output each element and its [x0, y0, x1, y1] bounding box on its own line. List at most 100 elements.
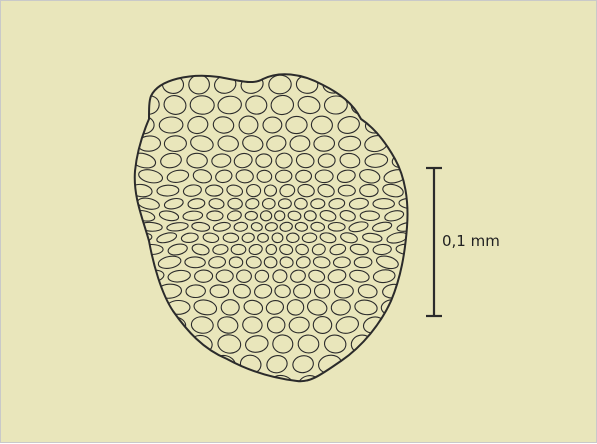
cell [246, 256, 262, 268]
cell [324, 96, 348, 115]
cell [334, 284, 353, 298]
cell [137, 168, 163, 185]
cell [159, 209, 180, 222]
cell [218, 375, 239, 395]
cell [372, 221, 393, 233]
cell [295, 243, 309, 255]
cell [217, 135, 239, 152]
cell [275, 169, 293, 183]
cell [163, 335, 185, 353]
cell [336, 169, 356, 185]
cell [375, 254, 399, 271]
cell-group [130, 73, 435, 396]
cell [288, 316, 309, 333]
cell [306, 298, 329, 318]
cell [323, 373, 350, 396]
cell [183, 210, 203, 221]
cell [212, 353, 238, 375]
cell [348, 220, 369, 233]
cell [287, 210, 301, 221]
cell [295, 170, 312, 183]
cell [274, 284, 291, 298]
cell [189, 134, 215, 154]
cell [334, 314, 360, 335]
cell [248, 243, 263, 255]
cell [400, 353, 426, 375]
cell [352, 375, 375, 395]
cell [384, 209, 405, 223]
cell [132, 209, 156, 223]
cell [236, 169, 254, 183]
cell [287, 233, 300, 243]
cell [327, 268, 347, 284]
cell [411, 231, 434, 244]
cell [265, 299, 284, 315]
cell [133, 74, 158, 96]
cell [186, 114, 210, 135]
cell [131, 256, 154, 269]
cell [295, 255, 311, 269]
cell [260, 211, 272, 221]
cell [388, 315, 412, 334]
cell [274, 210, 286, 221]
cell [399, 198, 424, 210]
cell [298, 335, 320, 354]
cell [357, 283, 378, 299]
cell [242, 316, 263, 334]
cell [191, 243, 210, 257]
cell [157, 254, 182, 270]
cell [279, 221, 293, 232]
cell [349, 243, 369, 256]
cell [311, 243, 326, 256]
cell [295, 152, 315, 169]
cell [134, 315, 160, 336]
cell [349, 197, 369, 210]
cell [205, 185, 222, 196]
cell [270, 94, 294, 115]
cell [349, 269, 370, 284]
cell [213, 221, 231, 232]
cell [287, 299, 305, 316]
cell [156, 231, 178, 245]
cell [253, 283, 273, 300]
cell [311, 198, 325, 208]
cell [310, 222, 324, 232]
cell [255, 153, 272, 168]
cell [137, 374, 161, 395]
cell [162, 94, 188, 117]
cell [241, 232, 255, 243]
cell [358, 168, 381, 185]
cell [254, 269, 269, 283]
cell [130, 151, 157, 171]
cell [297, 183, 315, 198]
cell [293, 284, 311, 299]
cell [264, 185, 277, 197]
cell [181, 232, 199, 243]
cell [279, 256, 293, 268]
cell [231, 244, 246, 254]
cell [268, 75, 291, 95]
cell [191, 373, 215, 396]
cell [336, 114, 361, 135]
cell [354, 299, 378, 317]
cell [237, 270, 252, 282]
cell [339, 152, 361, 169]
cell [317, 183, 336, 199]
cell [350, 94, 374, 116]
cell [226, 184, 244, 198]
cell [242, 374, 267, 395]
cell [360, 184, 379, 196]
cell [272, 269, 288, 284]
cell [166, 169, 189, 184]
cell [291, 354, 314, 374]
cell [313, 256, 331, 269]
cell [279, 183, 296, 198]
cell [263, 117, 282, 134]
cell [289, 135, 310, 152]
cell [257, 170, 273, 183]
cell [278, 199, 291, 209]
cell [207, 211, 223, 221]
cell [296, 94, 321, 115]
cell [407, 183, 430, 199]
cell [239, 73, 265, 95]
